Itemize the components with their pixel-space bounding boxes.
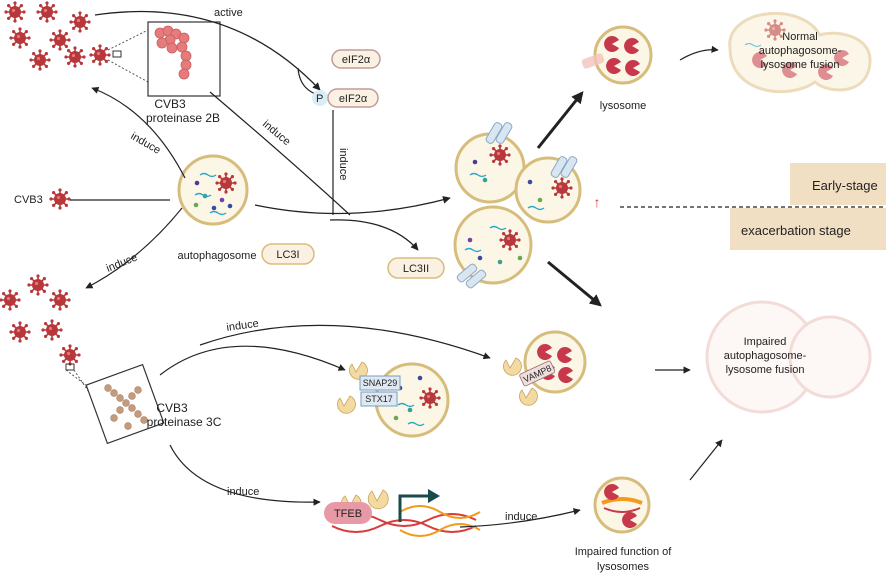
virus-cluster-bottom (0, 273, 82, 367)
impaired-fusion-label-3: lysosome fusion (726, 364, 805, 376)
induce-snap-label: induce (226, 318, 260, 334)
stx17-label: STX17 (365, 394, 393, 404)
zoom-line (107, 59, 149, 83)
early-stage-band (790, 163, 886, 205)
lc3ii-label: LC3II (403, 263, 429, 275)
induce-up-arrow (91, 86, 186, 179)
cvb3-virus-icon (48, 187, 72, 211)
to-normal-fusion-arrow (679, 45, 719, 61)
stx17-box (360, 391, 398, 407)
normal-fusion-label-1: Normal (782, 31, 817, 43)
lc3i-label: LC3I (276, 249, 299, 261)
proteinase-3c-label-2: proteinase 3C (147, 415, 222, 429)
exacerbation-stage-band (730, 208, 886, 250)
snap29-label: SNAP29 (363, 378, 398, 388)
impaired-lysosome-icon (593, 476, 651, 534)
proteinase-3c-label-1: CVB3 (156, 401, 188, 415)
impaired-fusion-label-1: Impaired (744, 336, 787, 348)
proteinase-2b-box (147, 21, 221, 97)
proteinase-2b-label-2: proteinase 2B (146, 111, 220, 125)
active-arrow (94, 10, 321, 91)
proteinase-3c-box (85, 363, 165, 445)
autophagosome-label: autophagosome (178, 250, 257, 262)
protein-3c-icon (104, 384, 148, 430)
lc3-arrow (329, 219, 419, 251)
lysosome-icon (581, 25, 653, 85)
induce-vamp-arrow (199, 324, 491, 360)
lysosome-label: lysosome (600, 100, 646, 112)
induce-lysosome-arrow (459, 508, 581, 528)
induce-tfeb-label: induce (227, 486, 259, 498)
impaired-lysosomes-label-1: Impaired function of (575, 546, 673, 558)
zoom-line (107, 29, 149, 51)
early-stage-label: Early-stage (812, 178, 878, 193)
virus-highlighted-icon (58, 343, 82, 367)
induce-snap-arrow (159, 345, 346, 376)
lc3ii-pill (387, 257, 445, 279)
normal-fusion-icon (728, 12, 872, 94)
zoom-box (112, 50, 122, 58)
tfeb-label: TFEB (334, 508, 362, 520)
lc3i-pill (261, 243, 315, 265)
p-eif2a-pill (327, 88, 379, 108)
to-lysosome-arrow (536, 91, 584, 149)
normal-fusion-label-3: lysosome fusion (761, 59, 840, 71)
eif2a-pill (331, 49, 381, 69)
impaired-fusion-icon (705, 300, 872, 414)
induce-lysosome-label: induce (505, 511, 537, 523)
eif2a-label: eIF2α (342, 54, 371, 66)
virus-cluster-top (3, 0, 112, 72)
induce-tfeb-arrow (169, 444, 321, 506)
protein-2b-icon (154, 25, 192, 80)
induce-down-label: induce (105, 252, 140, 275)
eif2a-induce-label: induce (337, 148, 349, 180)
to-impaired-arrow (547, 260, 602, 307)
phospho-circle (312, 90, 328, 106)
phospho-label: P (316, 93, 323, 105)
induce-up-label: induce (129, 130, 163, 157)
impaired-lysosomes-label-2: lysosomes (597, 561, 649, 573)
induce-down-arrow (85, 207, 183, 289)
2b-induce-line (209, 91, 351, 216)
to-autophagosomes-arrow (254, 196, 451, 215)
normal-fusion-label-2: autophagosome- (759, 45, 842, 57)
cvb3-label: CVB3 (14, 194, 43, 206)
virus-highlighted-icon (88, 43, 112, 67)
2b-induce-label: induce (260, 118, 293, 148)
autophagosome-cluster-icon (453, 122, 582, 289)
vamp8-box (519, 360, 556, 387)
zoom-box (65, 363, 75, 371)
proteinase-2b-label-1: CVB3 (154, 97, 186, 111)
tfeb-pill (324, 502, 372, 524)
snap29-box (359, 375, 401, 391)
increase-arrow-icon: ↑ (594, 194, 601, 210)
p-eif2a-label: eIF2α (339, 93, 368, 105)
active-label: active (214, 7, 243, 19)
impaired-fusion-label-2: autophagosome- (724, 350, 807, 362)
to-impaired-fusion-arrow-2 (689, 439, 723, 481)
exacerbation-stage-label: exacerbation stage (741, 223, 851, 238)
autophagosome-icon (177, 154, 249, 226)
